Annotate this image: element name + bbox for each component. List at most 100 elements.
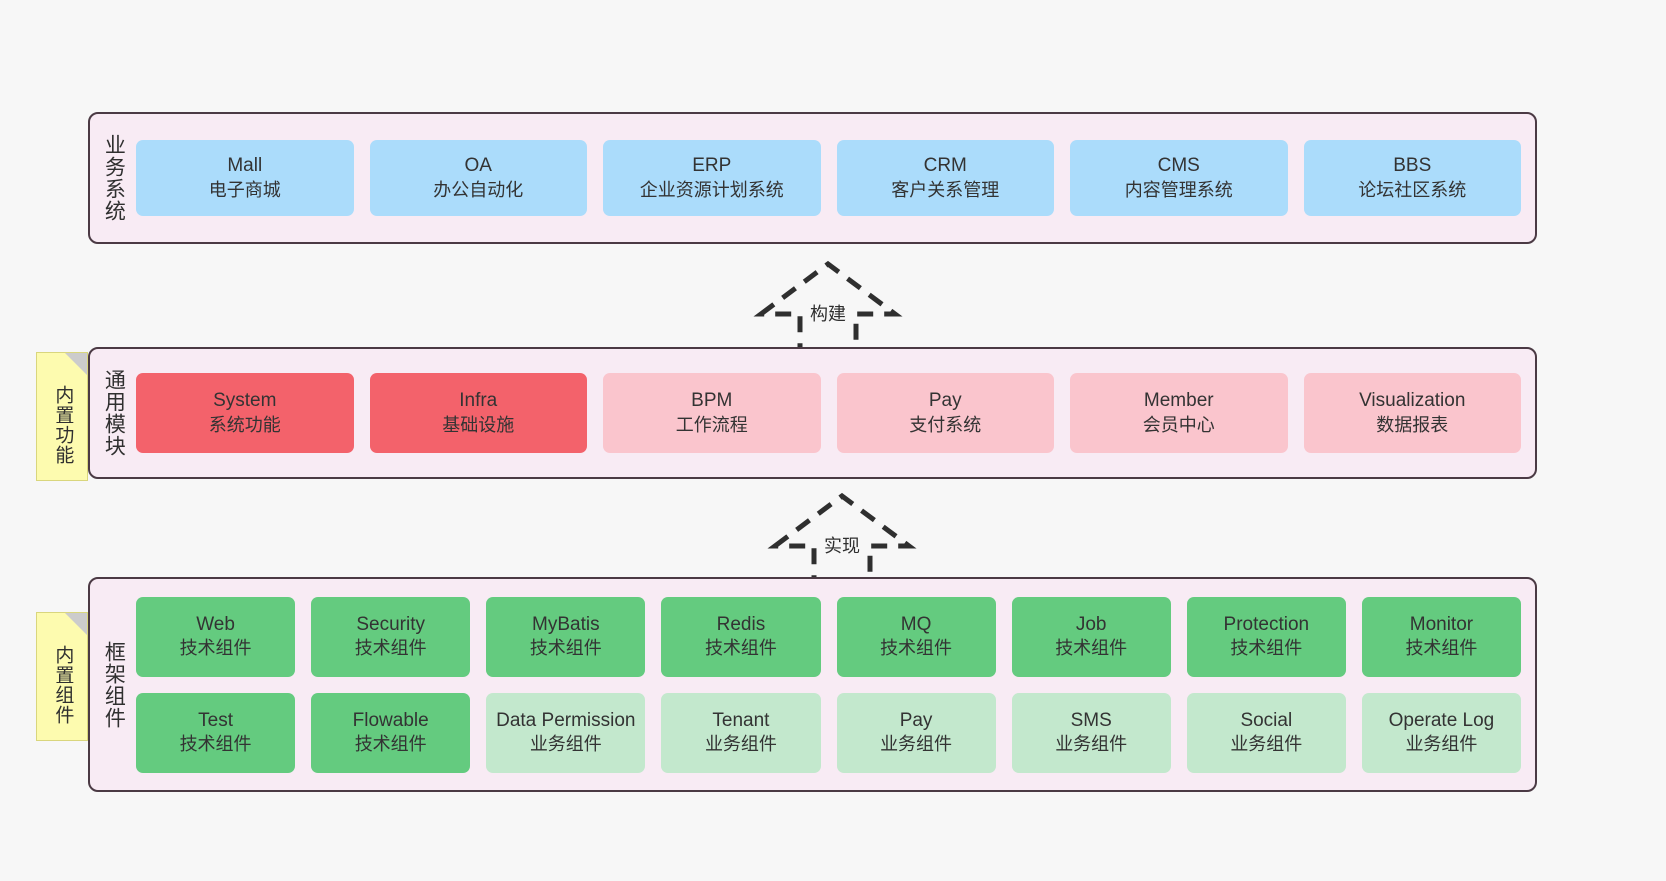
card-title: BBS [1393,155,1432,177]
card-title: Operate Log [1388,709,1495,731]
card-title: SMS [1070,709,1112,731]
note-text: 内置组件 [52,644,74,725]
card-oa[interactable]: OA 办公自动化 [369,140,587,216]
card-title: System [213,390,277,412]
card-security[interactable]: Security 技术组件 [311,596,471,677]
card-subtitle: 业务组件 [1405,734,1478,755]
layer-title-framework: 框架组件 [102,640,126,729]
card-subtitle: 基础设施 [442,414,515,435]
card-mq[interactable]: MQ 技术组件 [836,596,996,677]
card-title: Protection [1223,613,1310,635]
card-subtitle: 技术组件 [1230,638,1303,659]
layer-common-modules: 通用模块 System 系统功能 Infra 基础设施 BPM 工作流程 Pay… [88,347,1537,479]
card-title: Visualization [1359,390,1466,412]
card-subtitle: 客户关系管理 [891,179,1000,200]
layer-body-framework: Web 技术组件 Security 技术组件 MyBatis 技术组件 Redi… [136,579,1535,790]
card-tenant[interactable]: Tenant 业务组件 [661,692,821,773]
card-pay-component[interactable]: Pay 业务组件 [836,692,996,773]
arrow-implement-glyph [767,492,917,589]
card-subtitle: 技术组件 [354,638,427,659]
card-title: ERP [692,155,732,177]
card-cms[interactable]: CMS 内容管理系统 [1070,140,1288,216]
card-subtitle: 系统功能 [208,414,281,435]
card-title: OA [464,155,492,177]
card-title: Test [198,709,233,731]
card-protection[interactable]: Protection 技术组件 [1186,596,1346,677]
card-title: Job [1075,613,1107,635]
arrow-build-label: 构建 [810,304,846,324]
layer-body-modules: System 系统功能 Infra 基础设施 BPM 工作流程 Pay 支付系统… [136,349,1535,477]
card-subtitle: 会员中心 [1142,414,1215,435]
card-subtitle: 技术组件 [1055,638,1128,659]
card-social[interactable]: Social 业务组件 [1186,692,1346,773]
card-subtitle: 企业资源计划系统 [639,179,784,200]
card-pay-module[interactable]: Pay 支付系统 [836,373,1054,453]
note-fold-corner-icon [65,353,87,375]
card-subtitle: 电子商城 [208,179,281,200]
card-subtitle: 技术组件 [1405,638,1478,659]
card-title: Security [356,613,425,635]
card-title: MyBatis [532,613,600,635]
card-subtitle: 业务组件 [880,734,953,755]
arrow-build: 构建 [728,258,928,358]
card-title: Web [196,613,235,635]
card-row: Test 技术组件 Flowable 技术组件 Data Permission … [136,692,1521,773]
card-row: System 系统功能 Infra 基础设施 BPM 工作流程 Pay 支付系统… [136,373,1521,453]
note-builtin-features: 内置功能 [36,352,88,481]
card-title: Mall [227,155,263,177]
card-mall[interactable]: Mall 电子商城 [136,140,354,216]
card-flowable[interactable]: Flowable 技术组件 [311,692,471,773]
card-operate-log[interactable]: Operate Log 业务组件 [1361,692,1521,773]
layer-title-modules: 通用模块 [102,369,126,457]
card-title: Pay [928,390,962,412]
card-bbs[interactable]: BBS 论坛社区系统 [1303,140,1521,216]
card-title: Redis [716,613,766,635]
card-title: BPM [691,390,733,412]
card-infra[interactable]: Infra 基础设施 [369,373,587,453]
layer-business-systems: 业务系统 Mall 电子商城 OA 办公自动化 ERP 企业资源计划系统 CRM… [88,112,1537,244]
card-title: MQ [900,613,932,635]
arrow-build-glyph [753,260,903,357]
card-test[interactable]: Test 技术组件 [136,692,296,773]
note-fold-corner-icon [65,613,87,635]
card-web[interactable]: Web 技术组件 [136,596,296,677]
card-subtitle: 办公自动化 [433,179,524,200]
card-redis[interactable]: Redis 技术组件 [661,596,821,677]
card-title: Member [1143,390,1214,412]
card-title: Data Permission [496,709,636,731]
card-job[interactable]: Job 技术组件 [1011,596,1171,677]
card-subtitle: 论坛社区系统 [1358,179,1467,200]
layer-body-business: Mall 电子商城 OA 办公自动化 ERP 企业资源计划系统 CRM 客户关系… [136,114,1535,242]
card-subtitle: 技术组件 [179,734,252,755]
card-subtitle: 业务组件 [529,734,602,755]
arrow-implement-label: 实现 [824,536,860,556]
card-subtitle: 技术组件 [529,638,602,659]
card-title: CMS [1157,155,1200,177]
card-subtitle: 内容管理系统 [1124,179,1233,200]
card-monitor[interactable]: Monitor 技术组件 [1361,596,1521,677]
note-builtin-components: 内置组件 [36,612,88,741]
card-subtitle: 工作流程 [675,414,748,435]
card-subtitle: 支付系统 [909,414,982,435]
card-title: CRM [923,155,967,177]
card-data-permission[interactable]: Data Permission 业务组件 [486,692,646,773]
card-subtitle: 技术组件 [354,734,427,755]
card-mybatis[interactable]: MyBatis 技术组件 [486,596,646,677]
card-subtitle: 技术组件 [179,638,252,659]
card-crm[interactable]: CRM 客户关系管理 [836,140,1054,216]
card-title: Pay [899,709,933,731]
card-bpm[interactable]: BPM 工作流程 [603,373,821,453]
card-subtitle: 业务组件 [1055,734,1128,755]
layer-framework-components: 框架组件 Web 技术组件 Security 技术组件 MyBatis 技术组件… [88,577,1537,792]
card-title: Flowable [352,709,429,731]
note-text: 内置功能 [52,384,74,465]
card-member[interactable]: Member 会员中心 [1070,373,1288,453]
card-visualization[interactable]: Visualization 数据报表 [1303,373,1521,453]
card-sms[interactable]: SMS 业务组件 [1011,692,1171,773]
card-system[interactable]: System 系统功能 [136,373,354,453]
card-title: Infra [459,390,498,412]
card-title: Tenant [712,709,770,731]
card-erp[interactable]: ERP 企业资源计划系统 [603,140,821,216]
card-subtitle: 技术组件 [880,638,953,659]
